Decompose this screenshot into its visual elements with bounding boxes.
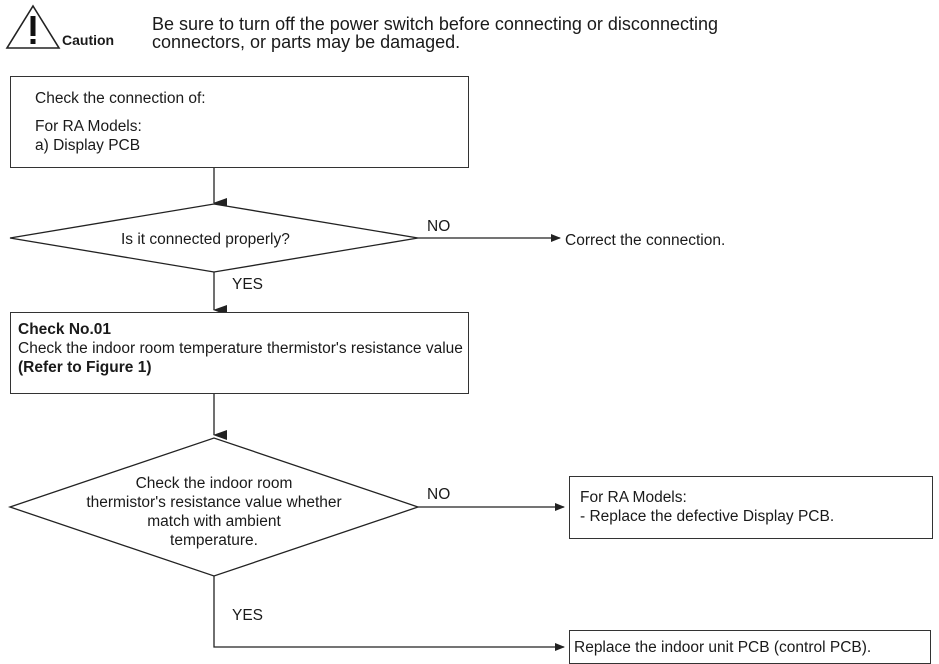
check-no01-box: Check No.01 Check the indoor room temper… [10, 312, 469, 394]
decision2-line-3: match with ambient [147, 513, 281, 530]
box1-line-1: Check the connection of: [35, 90, 206, 107]
caution-line-2: connectors, or parts may be damaged. [152, 32, 461, 52]
decision1-no-result: Correct the connection. [565, 232, 726, 249]
decision2-yes-label: YES [232, 607, 264, 624]
result-no-line-1: For RA Models: [580, 489, 687, 506]
check-no01-title: Check No.01 [18, 321, 112, 338]
result-yes-text: Replace the indoor unit PCB (control PCB… [574, 639, 872, 656]
decision2-line-2: thermistor's resistance value whether [86, 494, 342, 511]
caution-label: Caution [62, 32, 115, 48]
replace-indoor-pcb-box: Replace the indoor unit PCB (control PCB… [569, 630, 931, 664]
replace-display-pcb-box: For RA Models: - Replace the defective D… [569, 476, 933, 539]
caution-line-1: Be sure to turn off the power switch bef… [152, 14, 718, 34]
box1-line-2: For RA Models: [35, 118, 142, 135]
decision2-line-1: Check the indoor room [135, 475, 293, 492]
check-connection-box: Check the connection of: For RA Models: … [10, 76, 469, 168]
decision2-no-label: NO [427, 486, 451, 503]
warning-triangle-icon [5, 4, 61, 49]
box1-line-3: a) Display PCB [35, 137, 141, 154]
decision2-line-4: temperature. [170, 532, 258, 549]
check-no01-line-2: (Refer to Figure 1) [18, 359, 152, 376]
result-no-line-2: - Replace the defective Display PCB. [580, 508, 835, 525]
connector-decision2-yes [213, 576, 565, 651]
decision1-text: Is it connected properly? [121, 231, 290, 248]
decision1-no-label: NO [427, 218, 451, 235]
decision1-yes-label: YES [232, 276, 264, 293]
check-no01-line-1: Check the indoor room temperature thermi… [18, 340, 463, 357]
